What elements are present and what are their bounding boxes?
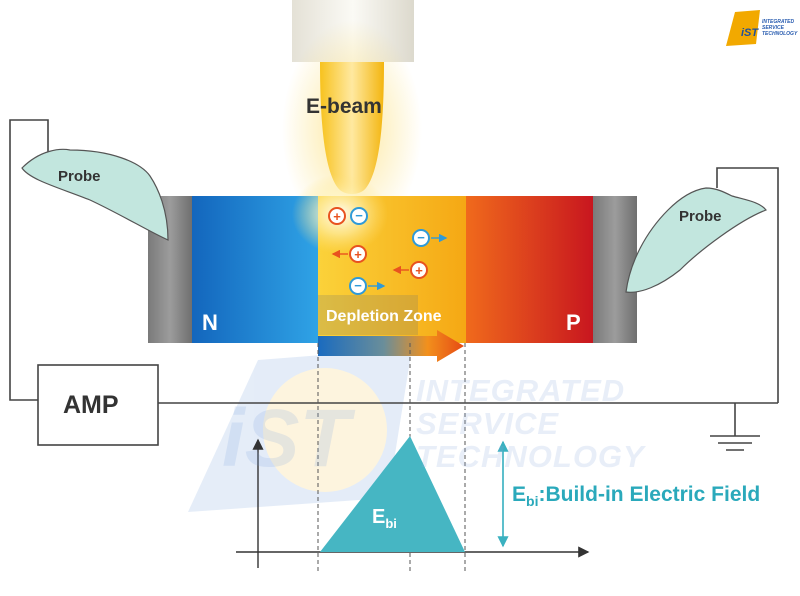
logo-mark: iST (726, 10, 760, 46)
n-region-label: N (202, 310, 218, 335)
watermark-line: INTEGRATED (416, 373, 626, 408)
field-label-main: E (512, 483, 527, 506)
probe-left-label: Probe (58, 168, 101, 185)
svg-text:+: + (415, 263, 423, 278)
field-label-sub: bi (526, 493, 539, 509)
probe-right (625, 187, 767, 293)
depletion-zone-label: Depletion Zone (326, 308, 442, 325)
logo-line: SERVICE (762, 25, 784, 31)
amp-box (37, 364, 159, 446)
hole-carrier: + (328, 207, 346, 225)
probe-left (21, 148, 169, 241)
svg-text:−: − (354, 278, 362, 293)
electron-carrier: − (349, 277, 386, 295)
watermark (188, 348, 412, 512)
svg-text:+: + (333, 209, 341, 224)
watermark-circle (263, 368, 387, 492)
watermark-text: INTEGRATED SERVICE TECHNOLOGY (416, 374, 645, 473)
field-triangle (320, 436, 465, 552)
field-label: Ebi:Build-in Electric Field (512, 483, 761, 509)
circuit-wire (9, 119, 779, 451)
hole-carrier: + (331, 245, 367, 263)
triangle-label: Ebi (372, 506, 397, 531)
contact-right (593, 196, 637, 343)
p-region (466, 196, 593, 343)
field-label-rest: :Build-in Electric Field (538, 483, 761, 506)
electron-carrier: − (350, 207, 368, 225)
logo-line: INTEGRATED (762, 19, 795, 25)
logo-line: TECHNOLOGY (762, 31, 798, 37)
svg-text:−: − (355, 208, 363, 223)
svg-text:+: + (354, 247, 362, 262)
carriers: + − − + + − (328, 207, 448, 295)
e-beam-label: E-beam (306, 95, 382, 118)
probe-right-label: Probe (679, 208, 722, 225)
watermark-mark: iST (222, 393, 350, 484)
logo-mark-text: iST (741, 27, 759, 39)
watermark-line: TECHNOLOGY (416, 439, 645, 474)
amp-label: AMP (63, 391, 119, 419)
triangle-label-sub: bi (385, 516, 397, 531)
svg-text:−: − (417, 230, 425, 245)
watermark-badge (188, 348, 412, 512)
triangle-label-main: E (372, 506, 386, 528)
logo-text: INTEGRATED SERVICE TECHNOLOGY (762, 19, 797, 37)
p-region-label: P (566, 310, 581, 335)
electron-carrier: − (412, 229, 448, 247)
hole-carrier: + (392, 261, 428, 279)
e-beam (320, 62, 384, 194)
depletion-band (318, 295, 418, 335)
field-arrow (318, 330, 464, 362)
watermark-line: SERVICE (416, 406, 560, 441)
